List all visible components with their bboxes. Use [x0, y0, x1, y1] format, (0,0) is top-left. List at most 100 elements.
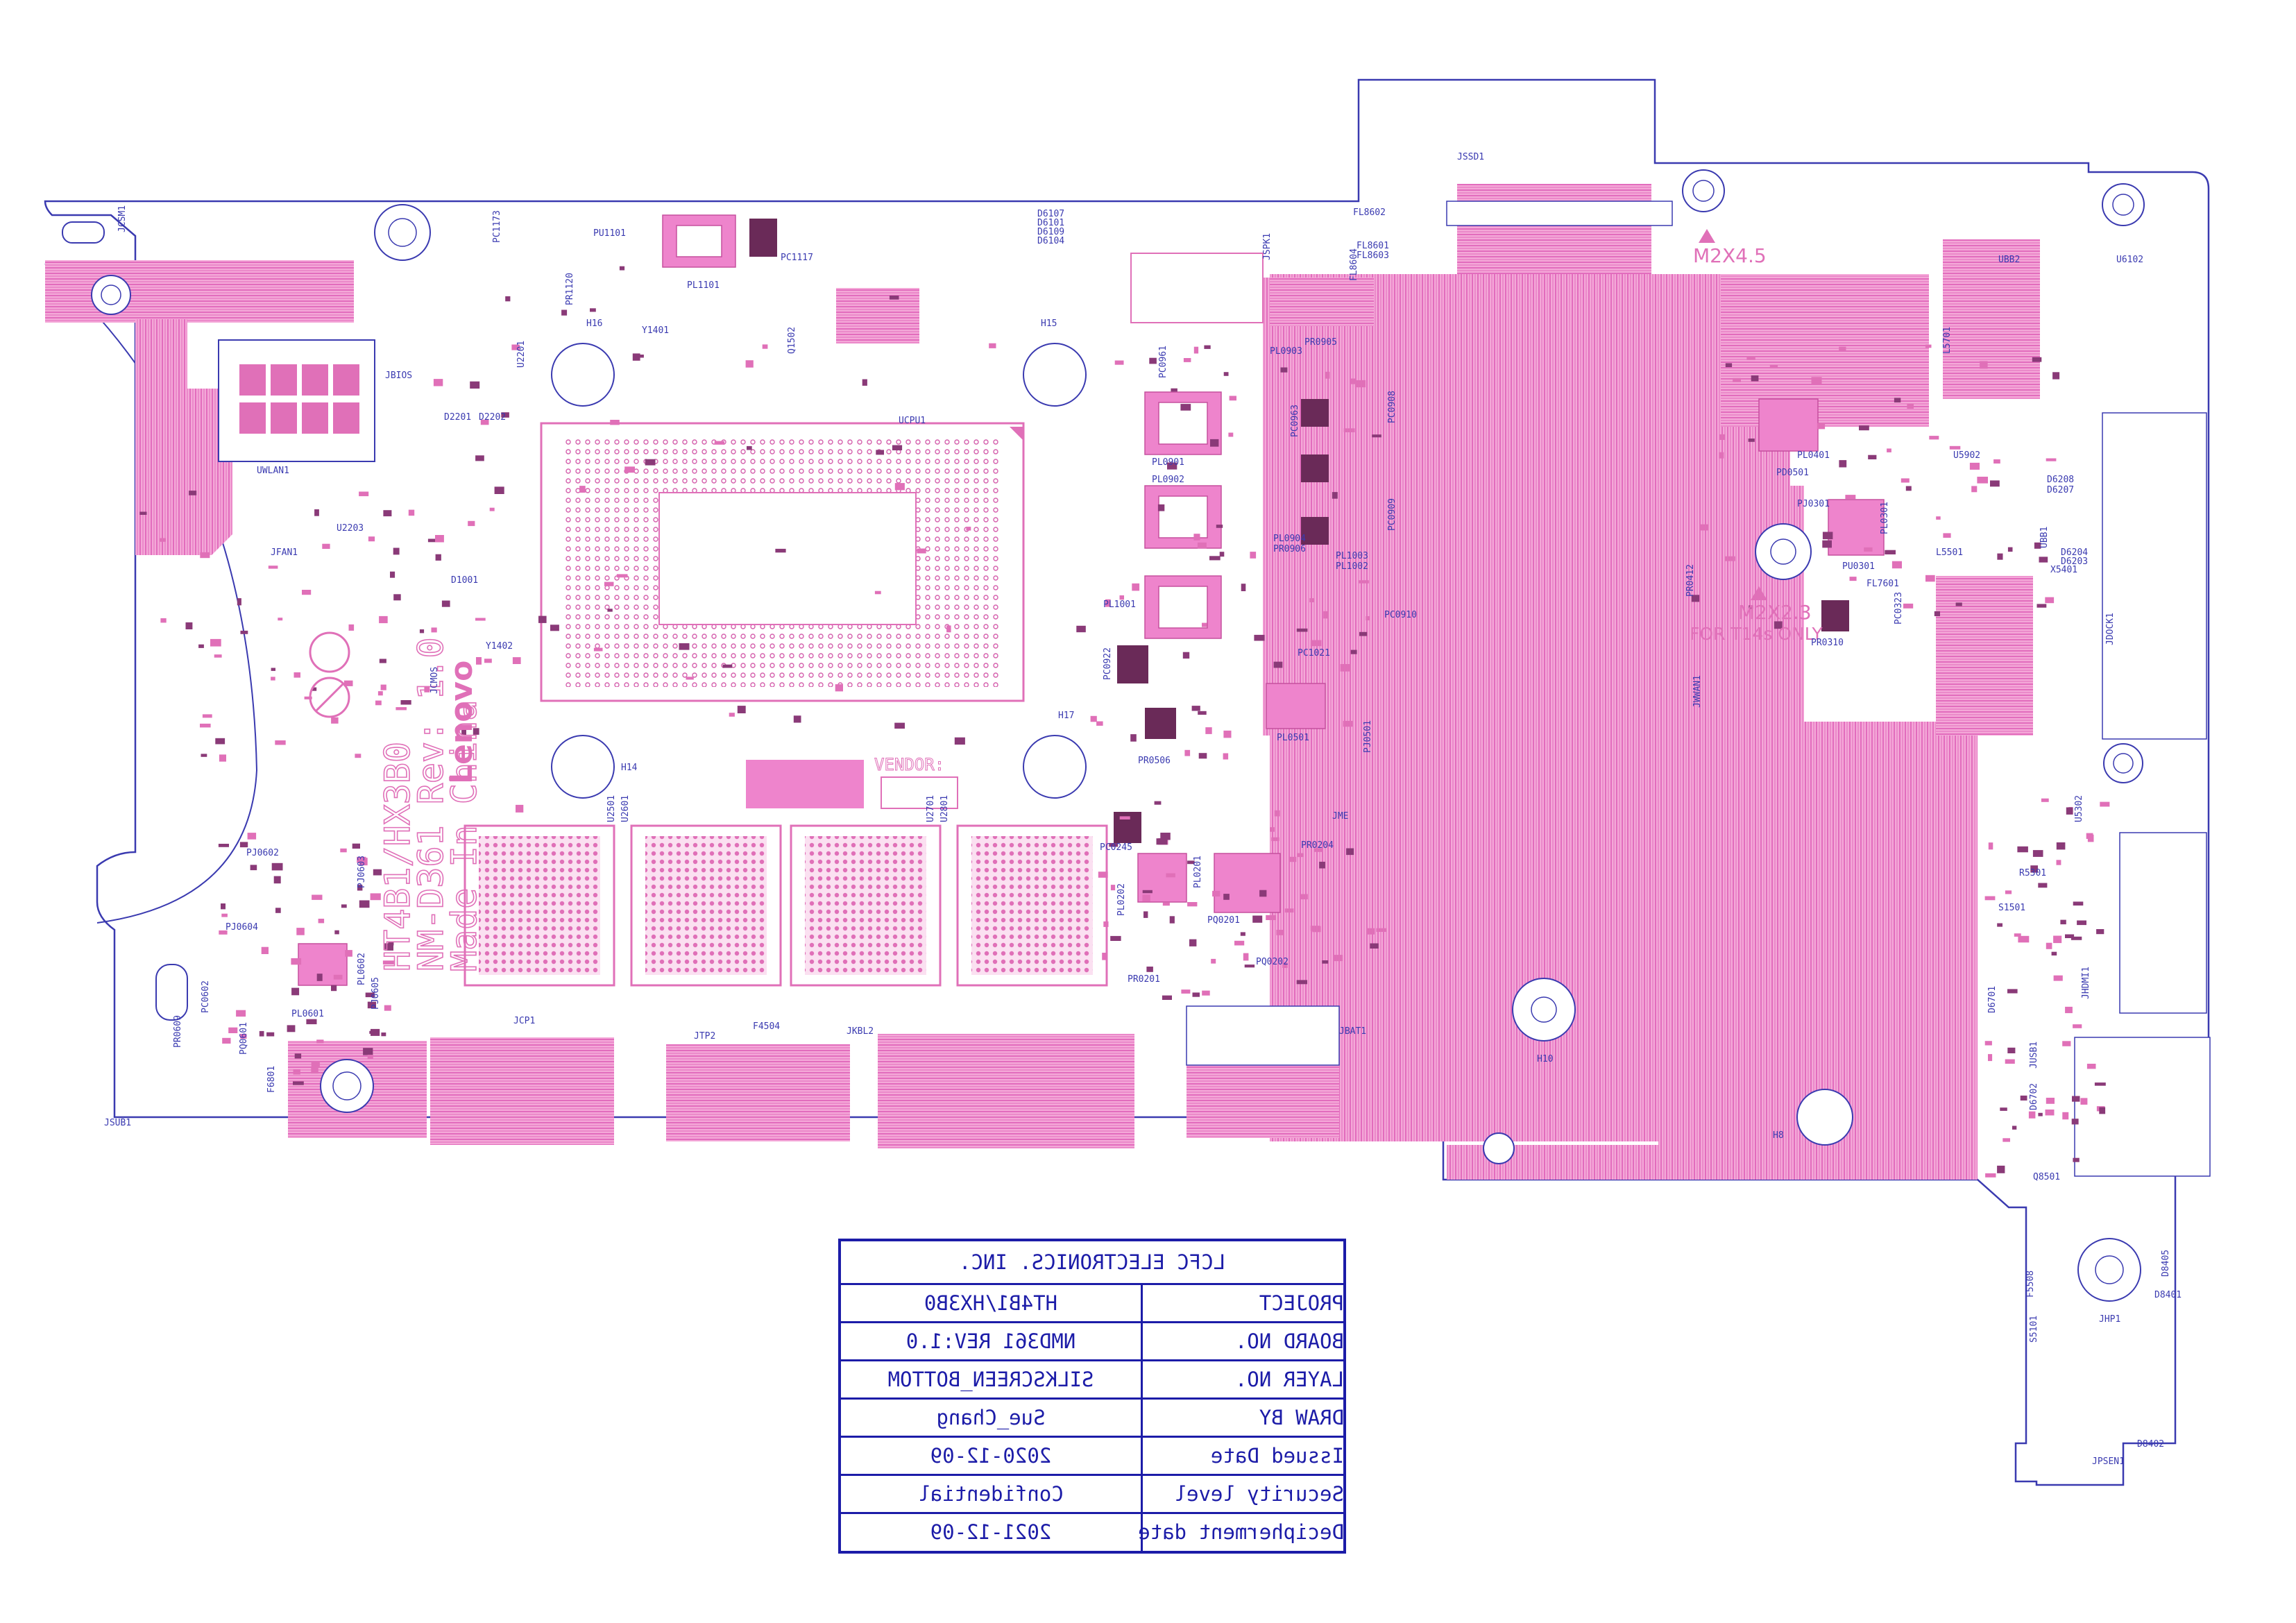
smd-part [2072, 1096, 2080, 1102]
ref-label: PR0905 [1304, 337, 1337, 348]
smd-part [1114, 360, 1124, 365]
smd-part [373, 869, 382, 876]
ref-label: UWLAN1 [257, 466, 289, 476]
smd-part [1090, 715, 1097, 722]
smd-part [512, 657, 521, 664]
smd-part [1990, 480, 2000, 487]
smd-part [2014, 933, 2021, 937]
smd-part [538, 615, 547, 623]
smd-part [218, 844, 229, 847]
smd-part [291, 987, 300, 996]
ref-label: FL8601 [1357, 241, 1389, 251]
smd-part [2099, 1107, 2106, 1114]
smd-part [1977, 477, 1988, 484]
ref-label: D6204 [2061, 547, 2088, 558]
smd-part [1169, 916, 1175, 924]
smd-part [357, 856, 366, 863]
smd-part [2070, 936, 2082, 940]
board-outline [44, 78, 2210, 1486]
ref-label: H15 [1041, 318, 1057, 329]
ref-label: PL0501 [1277, 733, 1309, 743]
ref-label: D1001 [451, 575, 478, 586]
smd-part [2032, 357, 2042, 362]
smd-part [2052, 372, 2060, 380]
title-block-company: LCFC ELECTRONICS. INC. [958, 1250, 1226, 1274]
ref-label: PC0908 [1387, 391, 1397, 423]
smd-part [160, 618, 167, 623]
smd-part [1270, 827, 1275, 832]
ref-label: PQ0202 [1256, 957, 1289, 967]
smd-part [222, 1037, 231, 1044]
smd-part [1891, 561, 1902, 569]
ref-label: PC0323 [1894, 592, 1904, 624]
ref-label: UCPU1 [899, 416, 926, 426]
smd-part [382, 960, 394, 965]
smd-part [384, 1005, 391, 1011]
smd-part [396, 707, 407, 711]
smd-part [365, 992, 375, 998]
smd-part [1187, 902, 1198, 907]
ref-label: PL1001 [1103, 600, 1136, 610]
smd-part [745, 360, 754, 368]
smd-part [1988, 842, 1993, 850]
smd-part [876, 450, 884, 455]
ref-label: PQ0601 [239, 1022, 249, 1055]
smd-part [271, 863, 283, 871]
smd-part [219, 930, 228, 935]
smd-part [1266, 915, 1276, 920]
smd-part [775, 548, 786, 553]
smd-part [1110, 935, 1121, 941]
smd-part [367, 1055, 373, 1059]
smd-part [1343, 720, 1353, 727]
smd-part [1280, 367, 1288, 373]
smd-part [1183, 358, 1191, 362]
smd-part [1868, 454, 1877, 459]
smd-part [1359, 631, 1368, 636]
smd-part [318, 919, 325, 924]
smd-part [1296, 628, 1308, 632]
ref-label: PC1117 [781, 253, 813, 263]
smd-part [381, 1033, 386, 1037]
smd-part [1310, 640, 1322, 647]
smd-part [1240, 932, 1245, 936]
smd-part [2007, 1047, 2016, 1053]
title-block-value: 2021-12-09 [930, 1520, 1052, 1544]
smd-part [2028, 1111, 2036, 1119]
smd-part [334, 930, 339, 935]
smd-part [1309, 598, 1314, 602]
smd-part [714, 441, 725, 445]
smd-part [200, 723, 211, 728]
title-block-label: LAYER NO. [1234, 1368, 1344, 1391]
smd-part [1142, 890, 1153, 894]
smd-part [236, 1010, 246, 1017]
ref-label: PJ0604 [226, 922, 258, 933]
smd-part [343, 680, 353, 686]
smd-part [1746, 356, 1755, 360]
smd-part [390, 571, 396, 578]
ref-label: D6208 [2047, 475, 2074, 485]
smd-part [1885, 550, 1896, 554]
smd-part [306, 1019, 317, 1025]
smd-part [461, 729, 466, 736]
smd-part [1182, 652, 1190, 659]
smd-part [1322, 960, 1329, 964]
ref-label: U2701 [926, 795, 936, 822]
title-block-label: Security level [1174, 1482, 1344, 1506]
smd-part [2056, 860, 2061, 865]
smd-part [2056, 842, 2066, 850]
smd-part [1822, 532, 1833, 540]
smd-part [2100, 801, 2110, 807]
smd-part [2073, 901, 2084, 906]
ref-label: PL0902 [1152, 475, 1184, 485]
smd-part [316, 1039, 324, 1044]
title-block-label: Issued Date [1210, 1444, 1344, 1468]
smd-part [359, 491, 369, 497]
smd-part [1346, 848, 1354, 856]
ref-label: PL0202 [1116, 883, 1127, 916]
smd-part [1098, 872, 1108, 878]
ref-label: PL1101 [687, 280, 720, 291]
ref-label: Q8501 [2033, 1172, 2060, 1182]
ref-label: UBB2 [1998, 255, 2020, 265]
smd-part [1372, 434, 1381, 438]
